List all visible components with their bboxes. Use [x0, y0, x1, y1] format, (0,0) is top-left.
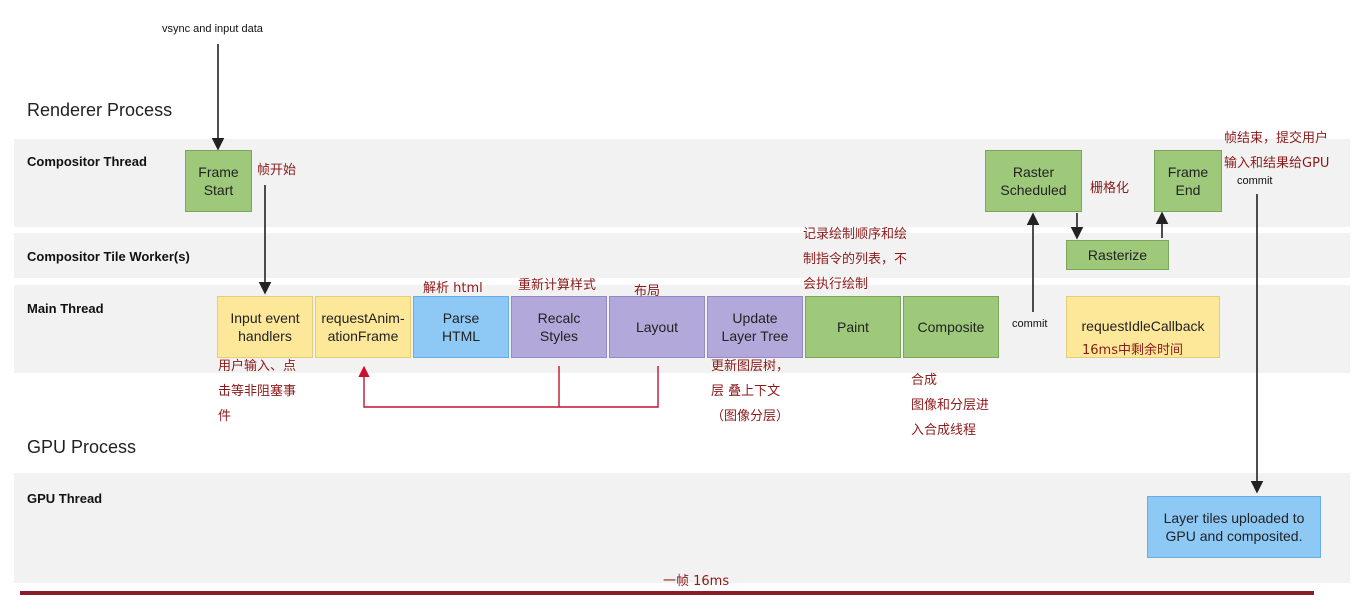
request-animation-frame-box: requestAnim- ationFrame [315, 296, 411, 358]
layer-tiles-box: Layer tiles uploaded to GPU and composit… [1147, 496, 1321, 558]
input-event-handlers-box: Input event handlers [217, 296, 313, 358]
gpu-process-title: GPU Process [27, 437, 137, 457]
note-input: 用户输入、点 击等非阻塞事 件 [218, 359, 297, 424]
parse-html-box: Parse HTML [413, 296, 509, 358]
note-update-layer: 更新图层树， 层 叠上下文 （图像分层） [711, 359, 790, 424]
note-frame-start: 帧开始 [257, 163, 297, 178]
compositor-thread-label: Compositor Thread [27, 154, 147, 169]
gpu-thread-lane [14, 473, 1350, 583]
commit-label-main: commit [1012, 318, 1048, 330]
note-parse: 解析 html [423, 281, 483, 296]
recalc-styles-box: Recalc Styles [511, 296, 607, 358]
update-layer-tree-box: Update Layer Tree [707, 296, 803, 358]
note-layout: 布局 [634, 284, 661, 299]
gpu-thread-label: GPU Thread [27, 491, 103, 506]
paint-box: Paint [805, 296, 901, 358]
raster-scheduled-box: Raster Scheduled [985, 150, 1082, 212]
rasterize-box: Rasterize [1066, 240, 1169, 270]
frame-start-box: Frame Start [185, 150, 252, 212]
request-idle-callback-box: requestIdleCallback [1066, 296, 1220, 358]
note-frame-duration: 一帧 16ms [663, 574, 730, 589]
note-idle: 16ms中剩余时间 [1082, 343, 1183, 358]
tile-worker-label: Compositor Tile Worker(s) [27, 249, 190, 264]
note-frame-end: 帧结束，提交用户 输入和结果给GPU [1224, 131, 1330, 171]
note-composite: 合成 图像和分层进 入合成线程 [911, 373, 990, 438]
commit-label-top: commit [1237, 175, 1273, 187]
note-paint: 记录绘制顺序和绘 制指令的列表，不 会执行绘制 [803, 227, 908, 292]
renderer-process-title: Renderer Process [27, 100, 173, 120]
composite-box: Composite [903, 296, 999, 358]
layout-loop-connector [358, 365, 659, 408]
note-raster: 栅格化 [1090, 181, 1130, 196]
note-recalc: 重新计算样式 [518, 278, 597, 293]
vsync-input-label: vsync and input data [162, 23, 263, 35]
layout-box: Layout [609, 296, 705, 358]
frame-end-box: Frame End [1154, 150, 1222, 212]
main-thread-label: Main Thread [27, 301, 104, 316]
